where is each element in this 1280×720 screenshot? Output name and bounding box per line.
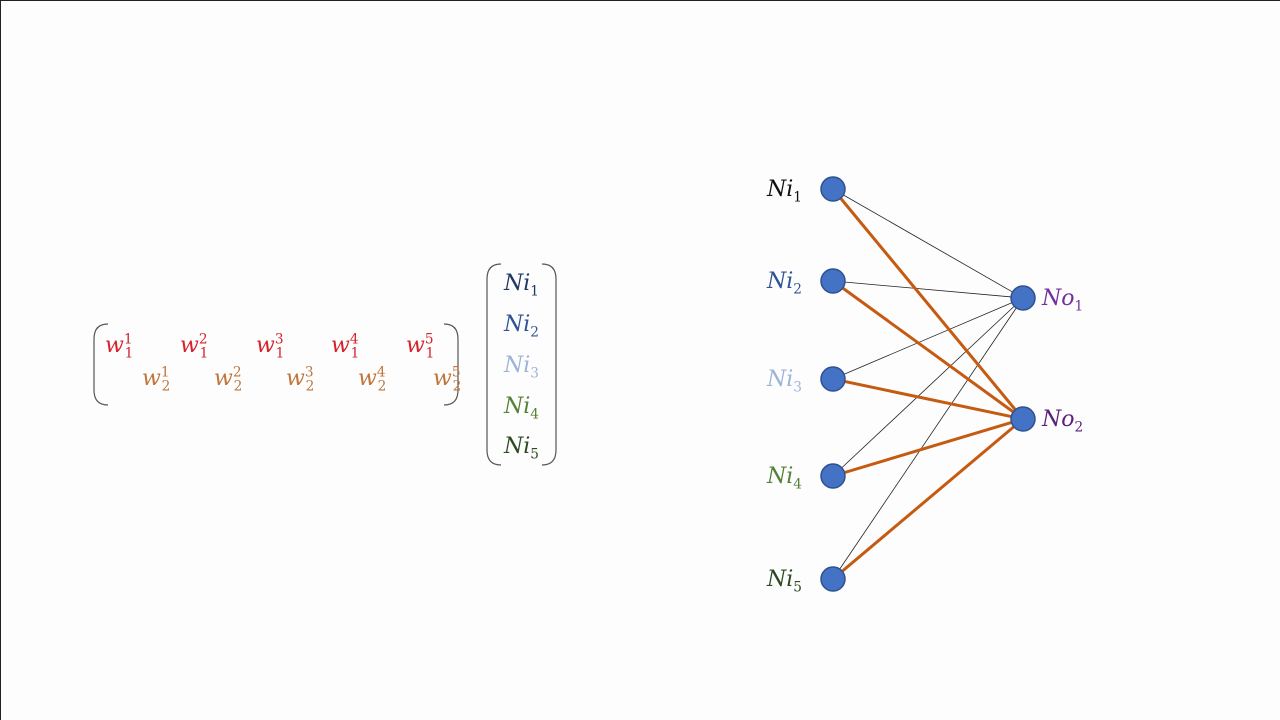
edge-ni2-no1 <box>832 280 1024 299</box>
input-label-ni-4: Ni4 <box>766 464 802 492</box>
edges-to-output-2 <box>831 188 1025 581</box>
edge-ni1-no1 <box>832 188 1024 299</box>
input-vector-left-bracket <box>486 263 502 466</box>
network-nodes <box>820 176 1036 592</box>
output-label-no-1: No1 <box>1041 286 1083 314</box>
edge-ni3-no2 <box>832 377 1024 421</box>
edge-ni3-no1 <box>832 297 1024 380</box>
vector-entry-ni-1: Ni1 <box>503 271 539 299</box>
output-label-no-2: No2 <box>1041 407 1083 435</box>
input-node-4 <box>820 463 846 489</box>
output-node-1 <box>1010 285 1036 311</box>
edge-ni1-no2 <box>831 188 1025 420</box>
input-vector-right-bracket <box>541 263 557 466</box>
edges-to-output-1 <box>832 188 1024 580</box>
input-label-ni-5: Ni5 <box>766 567 802 595</box>
edge-ni4-no1 <box>832 297 1024 477</box>
vector-entry-ni-3: Ni3 <box>503 353 539 381</box>
weight-matrix-brackets <box>93 263 557 466</box>
edge-ni5-no1 <box>832 297 1024 580</box>
vector-entry-ni-4: Ni4 <box>503 394 539 422</box>
input-node-3 <box>820 366 846 392</box>
input-label-ni-1: Ni1 <box>766 177 802 205</box>
output-node-2 <box>1010 406 1036 432</box>
vector-entry-ni-5: Ni5 <box>503 434 539 462</box>
weight-matrix-right-bracket <box>443 323 459 406</box>
vector-entry-ni-2: Ni2 <box>503 312 539 340</box>
input-node-5 <box>820 566 846 592</box>
input-node-2 <box>820 268 846 294</box>
edge-ni4-no2 <box>832 417 1024 478</box>
edge-ni5-no2 <box>832 417 1024 581</box>
weight-matrix-left-bracket <box>93 323 109 406</box>
edge-ni2-no2 <box>832 279 1024 421</box>
input-node-1 <box>820 176 846 202</box>
input-label-ni-3: Ni3 <box>766 367 802 395</box>
input-label-ni-2: Ni2 <box>766 269 802 297</box>
